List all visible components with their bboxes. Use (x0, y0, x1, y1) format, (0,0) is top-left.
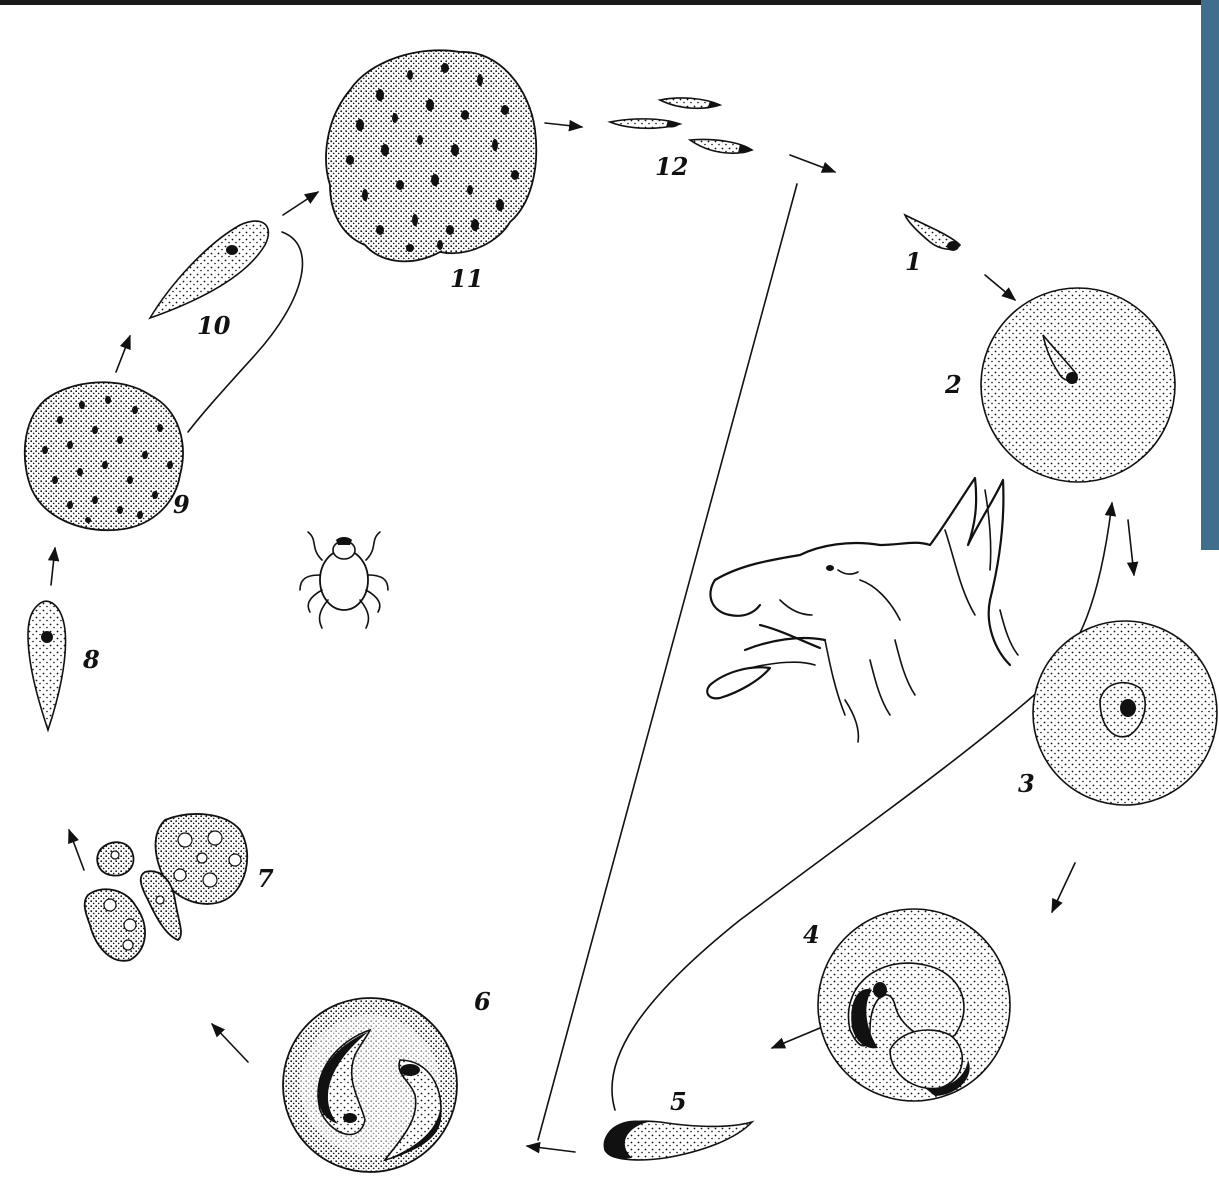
stage-3-erythrocyte (1033, 621, 1217, 805)
label-stage-12: 12 (655, 152, 688, 181)
label-stage-1: 1 (905, 247, 922, 276)
arrow-9-10 (116, 336, 130, 372)
arrow-4-5 (772, 1028, 820, 1048)
arrow-12-1 (790, 155, 835, 172)
label-stage-11: 11 (450, 264, 483, 293)
arrow-11-12 (545, 123, 582, 127)
stage-5-merozoite (604, 1120, 752, 1159)
stage-7-forms (85, 814, 248, 961)
label-stage-8: 8 (82, 645, 100, 674)
long-line-12-to-6 (538, 184, 797, 1140)
label-stage-7: 7 (257, 864, 274, 893)
stage-12-sporozoites (610, 98, 752, 153)
arrow-2-3 (1128, 520, 1134, 575)
label-stage-2: 2 (944, 370, 962, 399)
label-stage-5: 5 (670, 1087, 687, 1116)
arrow-1-2 (985, 275, 1015, 300)
stage-11-schizont (326, 50, 536, 261)
stage-1-sporozoite (905, 215, 960, 251)
arrow-6-7 (212, 1024, 248, 1062)
label-stage-4: 4 (803, 920, 820, 949)
label-stage-6: 6 (474, 987, 491, 1016)
label-stage-3: 3 (1018, 769, 1035, 798)
stage-4-erythrocyte (818, 909, 1010, 1101)
label-stage-9: 9 (173, 490, 190, 519)
arrow-8-9 (51, 548, 55, 585)
label-stage-10: 10 (197, 311, 231, 340)
stage-10-form (150, 221, 268, 318)
tick-icon (300, 532, 388, 628)
arrow-5-6 (527, 1146, 575, 1152)
stage-8-vermicule (28, 601, 66, 730)
arrow-7-8 (69, 830, 84, 870)
dog-head-icon (707, 478, 1018, 742)
stage-6-erythrocyte (283, 998, 457, 1172)
stage-2-erythrocyte (981, 288, 1175, 482)
arrow-3-4 (1052, 863, 1075, 912)
stage-9-schizont (25, 382, 183, 530)
arrow-10-11 (283, 192, 318, 215)
